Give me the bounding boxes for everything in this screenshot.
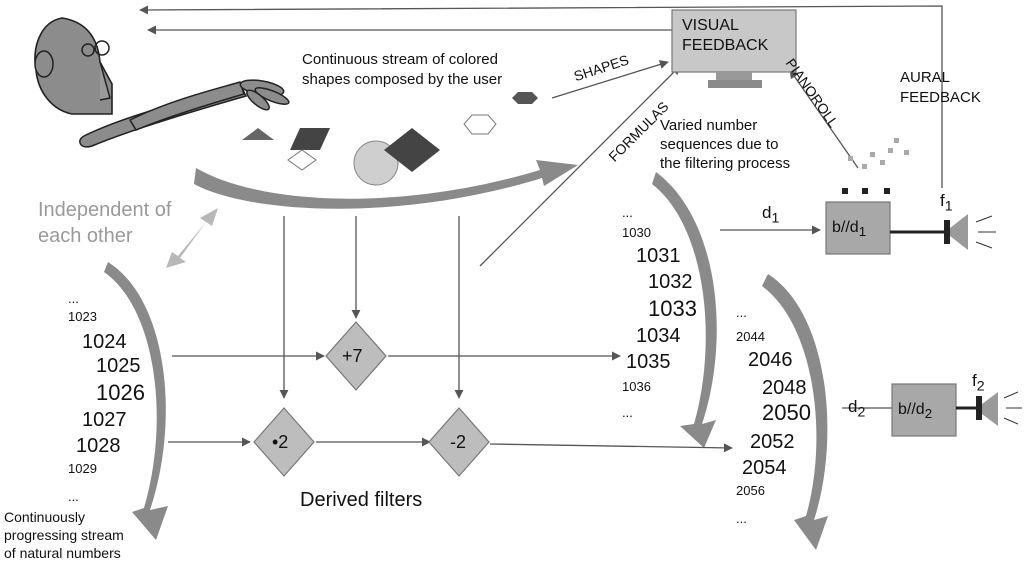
stream-number: 1027 <box>82 409 127 431</box>
natural-label-3: of natural numbers <box>4 545 121 561</box>
independent-double-arrow <box>166 208 218 268</box>
stream-number: ... <box>68 291 79 306</box>
stream-number: 1032 <box>648 271 693 293</box>
d2-letter: d <box>848 397 858 416</box>
right-stream-arrow <box>762 274 828 550</box>
stream-number: 1025 <box>96 355 141 377</box>
d2-subscript: 2 <box>857 404 866 421</box>
varied-label-3: the filtering process <box>660 155 791 172</box>
shapes-flow-arrow <box>194 160 578 209</box>
stream-number: 2048 <box>762 377 807 399</box>
stream-number: ... <box>736 305 747 320</box>
colored-shapes <box>242 92 538 186</box>
f2-subscript: 2 <box>976 378 985 395</box>
f2-letter: f <box>972 371 977 390</box>
stream-number: 1036 <box>622 379 651 394</box>
stream-number: ... <box>622 205 633 220</box>
user-head-icon <box>34 17 113 115</box>
stream-number: 2044 <box>736 329 765 344</box>
f1-letter: f <box>940 191 945 210</box>
stream-number: ... <box>622 405 633 420</box>
stream-number: 1035 <box>626 351 671 373</box>
visual-feedback-label-2: FEEDBACK <box>682 37 769 54</box>
stream-number: 1031 <box>636 245 681 267</box>
filter-plus7-shape <box>325 321 387 391</box>
stream-number: 1026 <box>96 380 145 405</box>
f1-label: f1 <box>940 192 953 214</box>
natural-label-2: progressing stream <box>4 527 124 543</box>
output-box-2-label: b//d2 <box>898 402 932 421</box>
d1-label: d1 <box>762 204 779 226</box>
d1-subscript: 1 <box>771 210 780 227</box>
user-arm-icon <box>79 79 290 148</box>
filter-minus2-shape <box>428 407 490 477</box>
stream-number: 1028 <box>76 435 121 457</box>
filter-connectors <box>168 60 892 453</box>
f1-subscript: 1 <box>944 198 953 215</box>
stream-number: ... <box>736 511 747 526</box>
f2-label: f2 <box>972 372 985 394</box>
stream-number: 1033 <box>648 296 697 321</box>
output-box-1-shape <box>825 201 891 255</box>
box2-text: b//d <box>898 401 925 418</box>
filter-minus2-label: -2 <box>450 432 467 452</box>
filter-times2-label: •2 <box>272 432 289 452</box>
box2-subscript: 2 <box>924 406 933 422</box>
visual-feedback-label-1: VISUAL <box>682 17 739 34</box>
speaker-1-icon <box>890 214 996 250</box>
aural-feedback-label-1: AURAL <box>900 69 951 86</box>
stream-number: ... <box>68 489 79 504</box>
derived-filters-label: Derived filters <box>300 489 423 511</box>
pianoroll-marks <box>842 138 909 194</box>
stream-number: 2056 <box>736 483 765 498</box>
independent-label-2: each other <box>38 225 133 247</box>
output-box-1-label: b//d1 <box>832 220 866 239</box>
stream-description-1: Continuous stream of colored <box>302 51 498 68</box>
stream-description-2: shapes composed by the user <box>302 71 503 88</box>
independent-label-1: Independent of <box>38 199 172 221</box>
feedback-lines <box>139 5 943 188</box>
d1-letter: d <box>762 203 772 222</box>
stream-number: 1030 <box>622 225 651 240</box>
stream-number: 2054 <box>742 457 787 479</box>
output-box-2-shape <box>891 383 957 437</box>
speaker-2-icon <box>956 391 1022 426</box>
aural-feedback-label-2: FEEDBACK <box>900 89 981 106</box>
stream-number: 1023 <box>68 309 97 324</box>
filter-plus7-label: +7 <box>342 346 363 366</box>
natural-label-1: Continuously <box>4 509 85 525</box>
stream-number: 1024 <box>82 331 127 353</box>
varied-label-1: Varied number <box>660 117 758 134</box>
stream-number: 1029 <box>68 461 97 476</box>
d2-label: d2 <box>848 398 865 420</box>
left-stream-arrow <box>104 262 168 540</box>
stream-number: 2050 <box>762 400 811 425</box>
stream-number: 2052 <box>750 431 795 453</box>
box1-text: b//d <box>832 219 859 236</box>
stream-number: 1034 <box>636 325 681 347</box>
box1-subscript: 1 <box>858 224 867 240</box>
monitor-icon <box>671 9 797 88</box>
stream-number: 2046 <box>748 349 793 371</box>
varied-label-2: sequences due to <box>660 136 779 153</box>
filter-times2-shape <box>253 407 315 477</box>
middle-stream-arrow <box>652 172 717 448</box>
